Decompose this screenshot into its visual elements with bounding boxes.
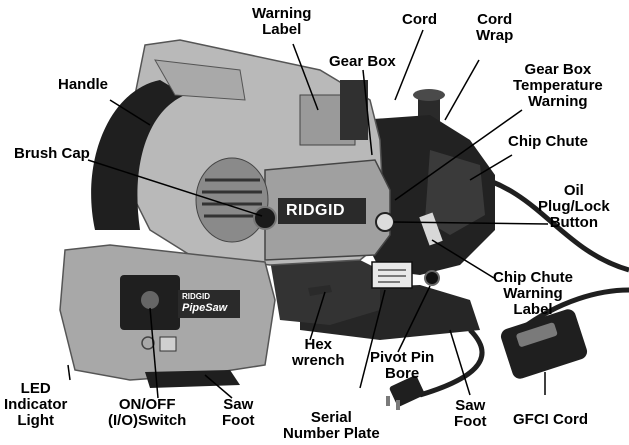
model-badge — [178, 290, 240, 318]
pivot-pin-bore — [424, 270, 440, 286]
label-gear-box: Gear Box — [329, 53, 396, 70]
motor-vents — [195, 157, 269, 243]
label-chip-chute: Chip Chute — [508, 133, 588, 150]
brand-name: RIDGID — [286, 202, 345, 219]
handle-grip — [91, 80, 185, 230]
leader-lines — [67, 29, 549, 399]
label-onoff-switch: ON/OFF(I/O)Switch — [108, 396, 187, 429]
left-saw-foot — [145, 370, 240, 388]
onoff-switch — [141, 291, 159, 309]
brand-model: PipeSaw — [182, 302, 228, 314]
plug — [386, 375, 425, 410]
serial-number-plate — [371, 261, 413, 289]
brand-small-logo: RIDGID — [182, 292, 210, 301]
led-indicator — [141, 336, 155, 350]
brand-plate — [278, 198, 366, 224]
label-handle: Handle — [58, 76, 109, 93]
oil-plug-button — [375, 212, 395, 232]
chip-chute-warning-sticker — [419, 212, 443, 246]
label-cord: Cord — [402, 11, 437, 28]
brush-cap — [253, 206, 277, 230]
chip-chute-opening — [425, 150, 485, 235]
gfci-cord-wire — [419, 328, 485, 398]
gear-box-top — [340, 80, 368, 140]
label-brush-cap: Brush Cap — [14, 145, 90, 162]
label-gfci-cord: GFCI Cord — [513, 411, 588, 428]
cert-mark — [159, 336, 177, 352]
gfci-box — [500, 309, 588, 379]
hex-wrench — [308, 285, 332, 296]
